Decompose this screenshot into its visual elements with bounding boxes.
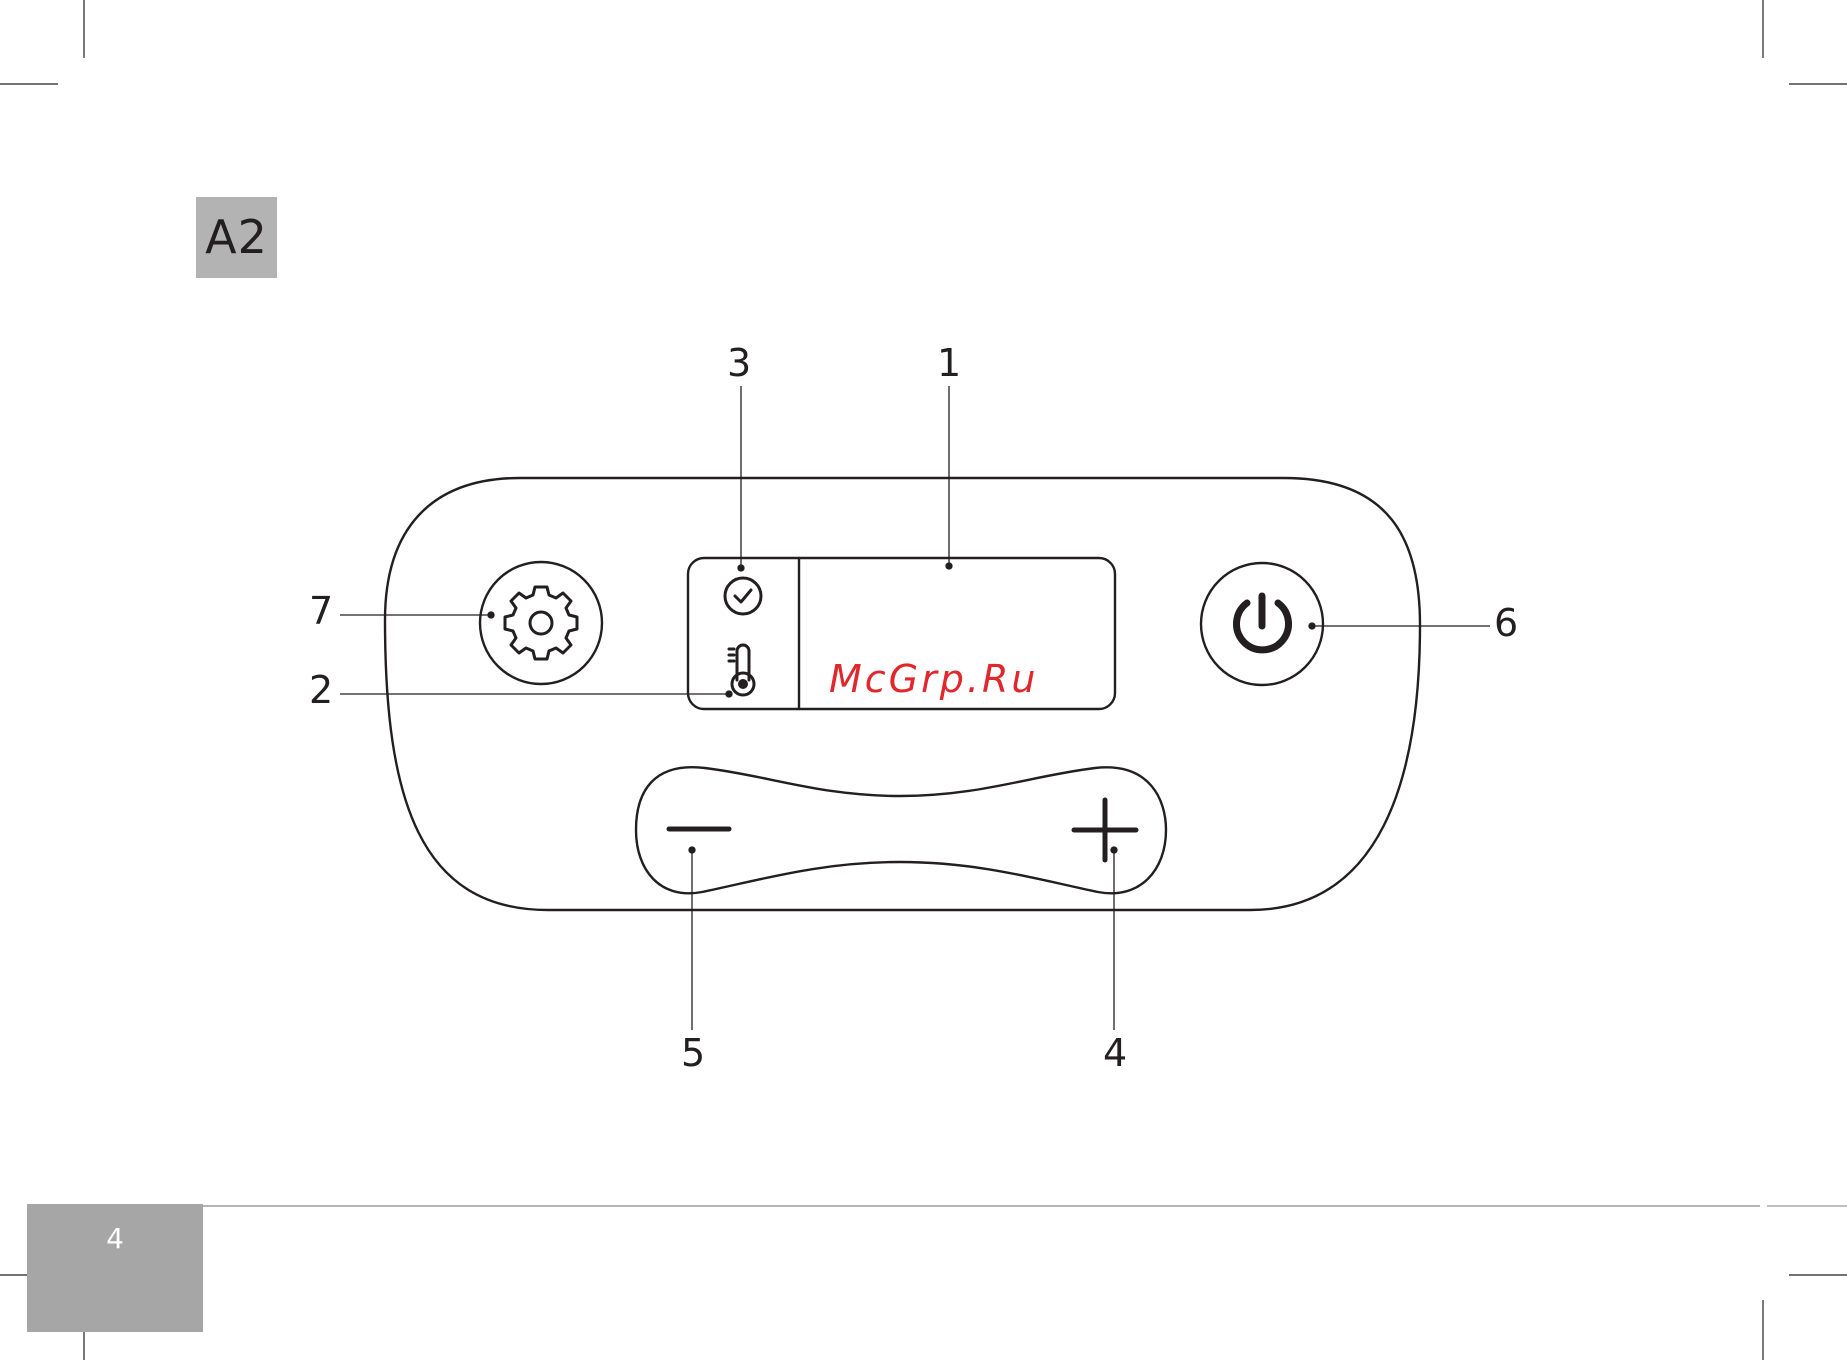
callout-4: 4 (1103, 1031, 1127, 1075)
callout-6: 6 (1494, 601, 1518, 645)
callout-5: 5 (681, 1031, 705, 1075)
rocker-button[interactable] (0, 0, 700, 782)
callout-2: 2 (309, 668, 333, 712)
plus-icon (1074, 800, 1136, 860)
settings-button[interactable] (480, 562, 602, 684)
clock-check-icon (725, 578, 761, 614)
callout-3: 3 (727, 341, 751, 385)
watermark: McGrp.Ru (829, 657, 1038, 701)
callout-7: 7 (309, 589, 333, 633)
power-icon (1237, 596, 1289, 650)
gear-icon (505, 587, 577, 659)
callout-1: 1 (937, 341, 961, 385)
